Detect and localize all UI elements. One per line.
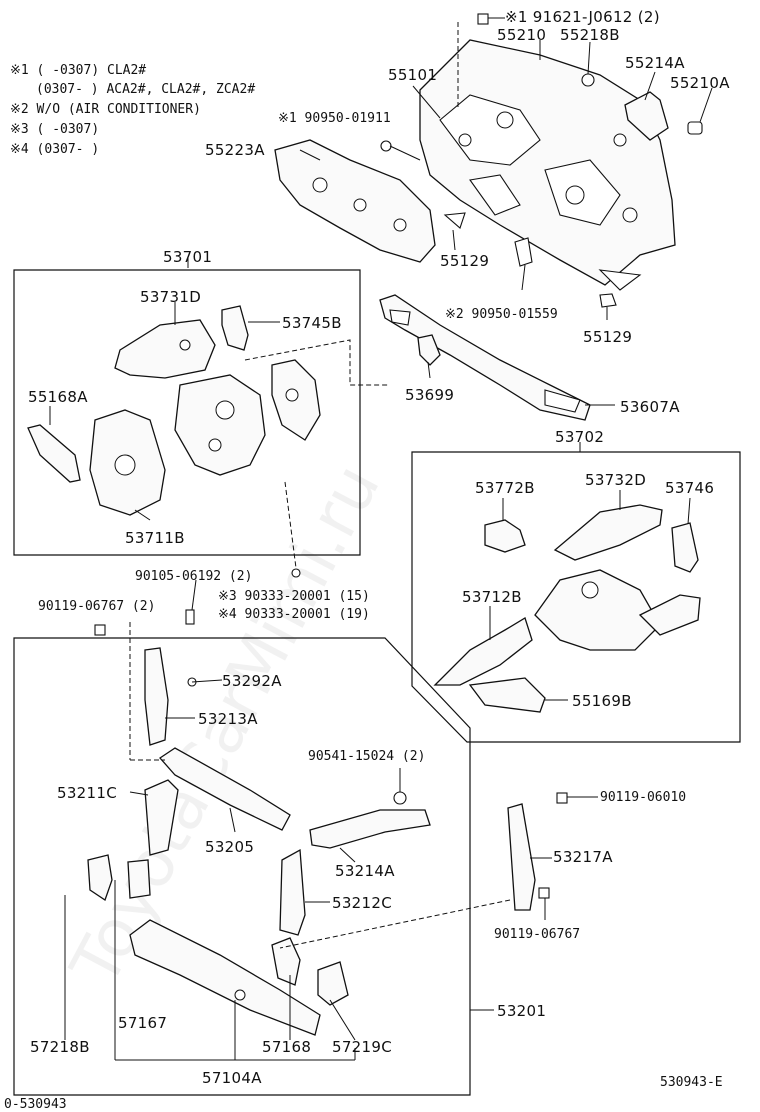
member-53732d-part[interactable] — [553, 504, 663, 561]
label-53292a: 53292A — [222, 672, 282, 690]
clip-55210a-part[interactable] — [687, 121, 703, 135]
bracket-57168-part[interactable] — [271, 937, 301, 986]
upper-support-53205-part[interactable] — [159, 747, 291, 831]
label-53213a: 53213A — [198, 710, 258, 728]
label-53772b: 53772B — [475, 479, 535, 497]
label-90333-19: ※4 90333-20001 (19) — [218, 607, 370, 622]
label-90333-15: ※3 90333-20001 (15) — [218, 589, 370, 604]
plate-53745b-part[interactable] — [221, 305, 249, 351]
label-90119-06767-2: 90119-06767 (2) — [38, 599, 155, 614]
label-53699: 53699 — [405, 386, 454, 404]
footer-left-code: 0-530943 — [4, 1097, 67, 1112]
cowl-panel-part[interactable] — [379, 294, 591, 421]
bolt-90541-part[interactable] — [393, 791, 407, 805]
note-2: ※2 W/O (AIR CONDITIONER) — [10, 102, 201, 117]
label-55168a: 55168A — [28, 388, 88, 406]
group-box-53701 — [13, 269, 361, 556]
plate-53746-part[interactable] — [671, 522, 699, 573]
label-53214a: 53214A — [335, 862, 395, 880]
member-55169b-part[interactable] — [468, 677, 546, 713]
bracket-57219c-part[interactable] — [317, 961, 349, 1006]
label-53201: 53201 — [497, 1002, 546, 1020]
label-53212c: 53212C — [332, 894, 392, 912]
label-53217a: 53217A — [553, 848, 613, 866]
lower-support-57104a-part[interactable] — [129, 919, 321, 1036]
support-53213a-part[interactable] — [144, 647, 169, 746]
label-53607a: 53607A — [620, 398, 680, 416]
label-55101: 55101 — [388, 66, 437, 84]
support-53217a-part[interactable] — [507, 803, 536, 911]
label-53711b: 53711B — [125, 529, 185, 547]
label-90950-01911: ※1 90950-01911 — [278, 111, 391, 126]
label-55214a: 55214A — [625, 54, 685, 72]
label-53732d: 53732D — [585, 471, 646, 489]
label-55129-b: 55129 — [583, 328, 632, 346]
support-53211c-part[interactable] — [144, 779, 179, 856]
apron-right-part[interactable] — [534, 569, 661, 651]
label-55210a: 55210A — [670, 74, 730, 92]
label-57168: 57168 — [262, 1038, 311, 1056]
leader-lines — [49, 17, 713, 1061]
label-90105: 90105-06192 (2) — [135, 569, 252, 584]
support-53212c-part[interactable] — [279, 848, 306, 936]
apron-53712b-part[interactable] — [433, 617, 533, 686]
bracket-57218b-part[interactable] — [87, 854, 113, 902]
note-1a: ※1 ( -0307) CLA2# — [10, 63, 146, 78]
bracket-right-part[interactable] — [271, 359, 321, 441]
bolt-90333-part[interactable] — [291, 568, 301, 578]
group-box-53201 — [13, 637, 471, 1096]
dash-line-53701 — [244, 339, 390, 386]
label-55169b: 55169B — [572, 692, 632, 710]
label-53211c: 53211C — [57, 784, 117, 802]
label-53205: 53205 — [205, 838, 254, 856]
label-53745b: 53745B — [282, 314, 342, 332]
bolt-90119-06010-part[interactable] — [556, 792, 568, 804]
note-3: ※3 ( -0307) — [10, 122, 99, 137]
nut-55218b-part[interactable] — [581, 73, 595, 87]
label-57167: 57167 — [118, 1014, 167, 1032]
plate-53772b-part[interactable] — [484, 519, 526, 553]
bracket-57167-part[interactable] — [127, 859, 151, 899]
label-90119-06767: 90119-06767 — [494, 927, 580, 942]
bolt-90119-06767-part[interactable] — [94, 624, 106, 636]
label-53701: 53701 — [163, 248, 212, 266]
dash-insulator-part[interactable] — [274, 139, 436, 263]
bolt-90105-part[interactable] — [185, 609, 195, 625]
footer-right-code: 530943-E — [660, 1075, 723, 1090]
member-53731d-part[interactable] — [114, 319, 216, 379]
label-91621: ※1 91621-J0612 (2) — [505, 8, 660, 26]
apron-53711b-part[interactable] — [89, 409, 166, 516]
clip-91621-part[interactable] — [477, 13, 489, 25]
label-90541: 90541-15024 (2) — [308, 749, 425, 764]
label-90119-06010: 90119-06010 — [600, 790, 686, 805]
label-55223a: 55223A — [205, 141, 265, 159]
label-57219c: 57219C — [332, 1038, 392, 1056]
notes-block: ※1 ( -0307) CLA2# (0307- ) ACA2#, CLA2#,… — [10, 63, 255, 157]
label-57104a: 57104A — [202, 1069, 262, 1087]
label-53702: 53702 — [555, 428, 604, 446]
member-55168a-part[interactable] — [27, 424, 81, 483]
bracket-53214a-part[interactable] — [309, 809, 431, 849]
label-55129-a: 55129 — [440, 252, 489, 270]
bracket-53702-part[interactable] — [638, 594, 701, 636]
label-53712b: 53712B — [462, 588, 522, 606]
label-90950-01559: ※2 90950-01559 — [445, 307, 558, 322]
label-55218b: 55218B — [560, 26, 620, 44]
bolt-90119-06767b-part[interactable] — [538, 887, 550, 899]
clip-90950-01911-part[interactable] — [380, 140, 392, 152]
apron-center-part[interactable] — [174, 374, 266, 476]
note-4: ※4 (0307- ) — [10, 142, 99, 157]
bracket-55214a-part[interactable] — [624, 91, 669, 141]
dash-panel-part[interactable] — [419, 39, 676, 308]
label-55210: 55210 — [497, 26, 546, 44]
label-53746: 53746 — [665, 479, 714, 497]
label-53731d: 53731D — [140, 288, 201, 306]
bracket-53699-part[interactable] — [417, 334, 441, 366]
label-57218b: 57218B — [30, 1038, 90, 1056]
group-box-53702 — [411, 451, 741, 743]
note-1b: (0307- ) ACA2#, CLA2#, ZCA2# — [36, 82, 255, 97]
